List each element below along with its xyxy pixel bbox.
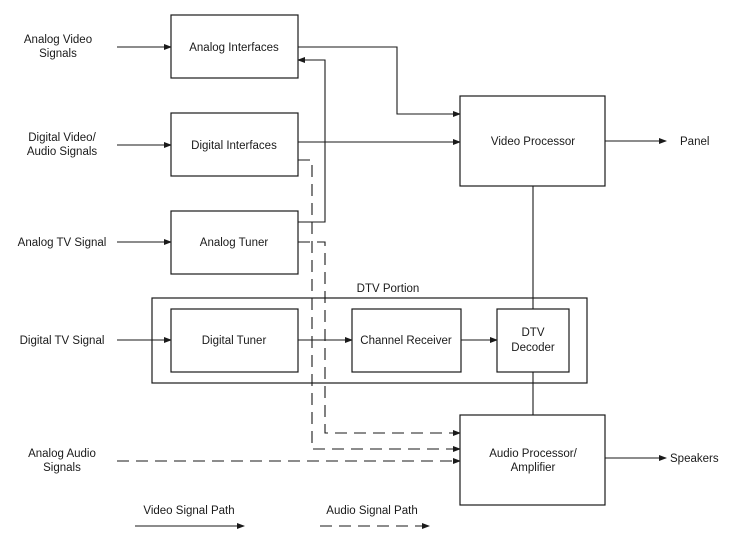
analog-tuner-to-analog-interfaces <box>297 57 326 223</box>
digital-interfaces-block: Digital Interfaces <box>170 112 299 177</box>
analog-tuner-audio-path <box>298 241 461 436</box>
analog-interfaces-to-video-processor <box>298 46 461 117</box>
video-processor-block: Video Processor <box>459 95 606 187</box>
legend: Video Signal Path Audio Signal Path <box>135 505 430 529</box>
audio-processor-label-line2: Amplifier <box>511 462 556 474</box>
analog-audio-signals-label-line2: Signals <box>43 462 81 474</box>
channel-receiver-block: Channel Receiver <box>351 308 462 373</box>
dtv-decoder-label-line1: DTV <box>522 327 545 339</box>
analog-interfaces-block: Analog Interfaces <box>170 14 299 79</box>
audio-processor-label-line1: Audio Processor/ <box>489 448 577 460</box>
digital-tv-signal-label: Digital TV Signal <box>20 335 105 347</box>
legend-video-label: Video Signal Path <box>143 505 234 517</box>
analog-tuner-label: Analog Tuner <box>200 237 269 249</box>
digital-interfaces-label: Digital Interfaces <box>191 140 277 152</box>
panel-output-label: Panel <box>680 136 709 148</box>
audio-processor-block: Audio Processor/ Amplifier <box>459 414 606 506</box>
analog-interfaces-label: Analog Interfaces <box>189 42 279 54</box>
speakers-output-label: Speakers <box>670 453 719 465</box>
legend-audio-label: Audio Signal Path <box>326 505 417 517</box>
digital-tuner-block: Digital Tuner <box>170 308 299 373</box>
dtv-decoder-block: DTV Decoder <box>496 308 570 373</box>
dtv-decoder-label-line2: Decoder <box>511 342 555 354</box>
dtv-portion-label: DTV Portion <box>357 283 420 295</box>
digital-video-audio-signals-label-line2: Audio Signals <box>27 146 98 158</box>
analog-audio-signals-label-line1: Analog Audio <box>28 448 96 460</box>
analog-tv-signal-label: Analog TV Signal <box>18 237 107 249</box>
analog-video-signals-label-line2: Signals <box>39 48 77 60</box>
channel-receiver-label: Channel Receiver <box>360 335 452 347</box>
digital-video-audio-signals-label-line1: Digital Video/ <box>28 132 96 144</box>
analog-tuner-block: Analog Tuner <box>170 210 299 275</box>
digital-tuner-label: Digital Tuner <box>202 335 267 347</box>
digital-interfaces-audio-path <box>298 159 461 452</box>
analog-video-signals-label-line1: Analog Video <box>24 34 92 46</box>
video-processor-label: Video Processor <box>491 136 575 148</box>
